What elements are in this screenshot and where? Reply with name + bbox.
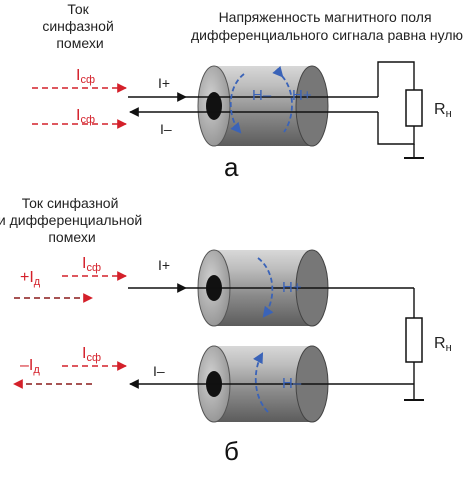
panel-b-letter: б xyxy=(224,436,239,466)
panel-b: Ток синфазной и дифференциальной помехи … xyxy=(0,195,452,466)
field-a-pos: H+ xyxy=(292,87,312,104)
wire-a-top-label: I+ xyxy=(158,75,170,91)
field-a-neg: H– xyxy=(252,87,272,104)
field-loop-a-left xyxy=(229,73,245,134)
panel-a: Ток синфазной помехи Напряженность магни… xyxy=(32,1,463,182)
field-loop-b-bottom xyxy=(253,352,269,413)
common-current-label-a-top: Iсф xyxy=(76,67,95,86)
wire-a-top-to-load xyxy=(377,61,415,97)
field-b-top: H+ xyxy=(282,279,302,296)
caption-a-right: Напряженность магнитного поля дифференци… xyxy=(191,9,463,43)
resistor-a xyxy=(405,89,423,127)
resistor-a-label: Rн xyxy=(434,101,452,120)
ferrite-core-a xyxy=(197,65,329,147)
panel-a-letter: а xyxy=(224,152,239,182)
wire-b-bottom-label: I– xyxy=(153,363,165,379)
caption-b: Ток синфазной и дифференциальной помехи xyxy=(0,195,146,245)
wire-a-bottom-label: I– xyxy=(160,121,172,137)
common-current-label-b-bottom: Iсф xyxy=(82,345,101,364)
common-current-label-a-bottom: Iсф xyxy=(76,107,95,126)
diff-current-label-bottom: –Iд xyxy=(20,357,40,376)
field-b-bottom: H– xyxy=(282,375,302,392)
field-loop-b-top xyxy=(257,257,274,318)
diff-current-label-top: +Iд xyxy=(20,269,41,288)
common-current-label-b-top: Iсф xyxy=(82,255,101,274)
wire-a-bottom-to-load xyxy=(377,112,415,145)
wire-b-top-label: I+ xyxy=(158,257,170,273)
resistor-b xyxy=(405,317,423,363)
resistor-b-label: Rн xyxy=(434,335,452,354)
caption-a-left: Ток синфазной помехи xyxy=(42,1,117,51)
